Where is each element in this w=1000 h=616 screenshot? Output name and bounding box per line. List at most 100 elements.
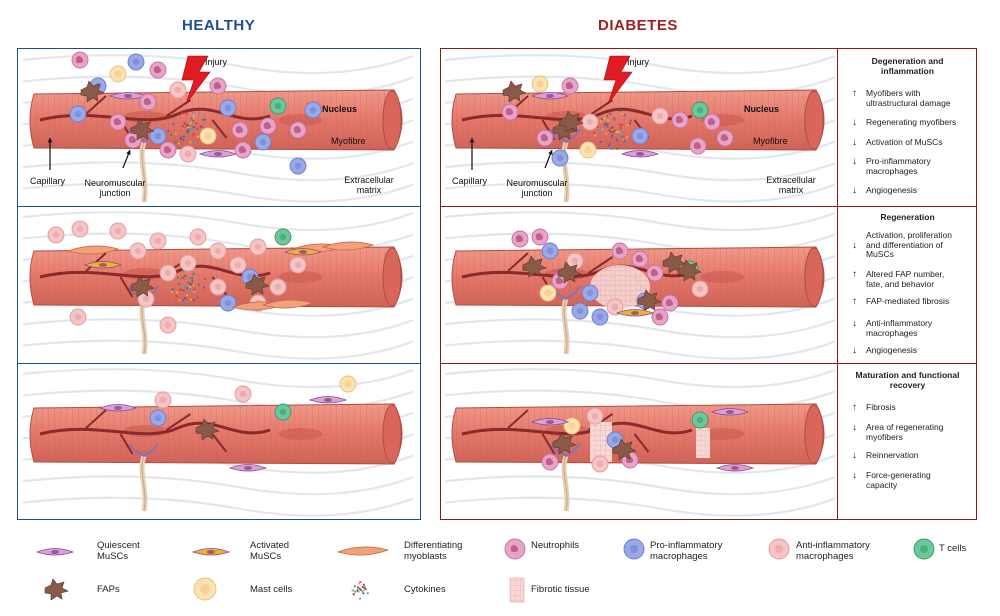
healthy-title: HEALTHY: [182, 17, 256, 34]
cytokine-dot: [204, 118, 206, 121]
up-arrow-icon: ↑: [852, 296, 857, 307]
cytokine-dot: [184, 297, 186, 300]
nmj-label: Neuromuscular junction: [497, 178, 577, 198]
cytokine-dot: [189, 276, 191, 279]
nmj-pointer-head: [126, 150, 131, 155]
down-arrow-icon: ↓: [852, 137, 857, 148]
pro-macrophage-icon-nucleus: [630, 545, 638, 553]
cytokine-dot: [613, 130, 616, 132]
sidebar-item-line2: fate, and behavior: [866, 278, 935, 289]
ecm-label-line1: Extracellular: [344, 175, 394, 185]
cytokine-dot: [610, 139, 612, 142]
mast-nucleus: [536, 80, 544, 88]
cytokine-dot: [170, 134, 173, 136]
pro-macrophage-nucleus: [611, 436, 619, 444]
quiescent-musc-nucleus: [214, 152, 222, 156]
cytokine-dot: [201, 119, 204, 121]
ecm-fiber: [22, 368, 414, 389]
neutrophil: [671, 111, 689, 129]
cytokine-dot: [191, 143, 194, 145]
fap-cell: [130, 275, 155, 298]
cytokine-dot: [363, 586, 366, 589]
myofibre: [29, 246, 403, 308]
ecm-fiber: [444, 368, 836, 389]
cytokine-dot: [600, 130, 603, 133]
cytokine-dot: [615, 147, 618, 150]
nmj-terminal: [128, 442, 159, 457]
activated-musc-nucleus: [99, 263, 107, 267]
cytokine-dot: [190, 128, 193, 130]
cytokine-dot: [603, 117, 606, 120]
fap-cell: [557, 261, 582, 284]
cytokine-dot: [605, 132, 608, 135]
neutrophil: [139, 93, 157, 111]
ecm-label: Extracellular matrix: [756, 175, 826, 195]
anti-macrophage-nucleus: [164, 321, 172, 329]
cytokine-dot: [183, 122, 186, 125]
anti-macrophage-nucleus: [586, 118, 594, 126]
quiescent-musc-nucleus: [731, 466, 739, 470]
cytokine-dot: [201, 125, 204, 128]
mast-cell-icon: [193, 577, 217, 601]
anti-macrophage: [229, 256, 247, 274]
cytokine-dot: [183, 277, 186, 280]
neuromuscular-junction: [128, 442, 159, 512]
mast-cell-icon: [193, 577, 217, 601]
cytokine-dot: [189, 121, 192, 124]
anti-macrophage-nucleus: [174, 86, 182, 94]
cytokine-dot: [611, 127, 613, 130]
legend: [35, 538, 935, 603]
sidebar-item: ↑Altered FAP number,fate, and behavior: [852, 269, 984, 289]
cytokine-dot: [621, 130, 624, 133]
cytokine-dot: [191, 280, 194, 282]
anti-macrophage: [209, 242, 227, 260]
nerve-outline: [563, 455, 568, 512]
nmj-label-line2: junction: [99, 188, 131, 198]
anti-macrophage-nucleus: [52, 231, 60, 239]
cytokine-dot: [182, 270, 185, 273]
injury-bolt-icon: [603, 55, 633, 105]
cytokine-dot: [193, 125, 196, 128]
cytokine-dot: [191, 111, 194, 114]
cytokine-dot: [192, 119, 195, 122]
cytokine-dot: [619, 110, 622, 112]
capillary-pointer-head: [47, 138, 53, 143]
cytokine-dot: [623, 140, 626, 142]
sidebar-item-line1: Reinnervation: [866, 450, 919, 460]
sidebar-section-title: Regeneration: [839, 212, 976, 222]
cytokine-dot: [182, 299, 185, 302]
ecm-fiber: [22, 475, 414, 496]
mast-nucleus: [544, 289, 552, 297]
pro-macrophage-nucleus: [74, 110, 82, 118]
cytokine-dot: [182, 135, 185, 138]
sidebar-item: ↑FAP-mediated fibrosis: [852, 296, 984, 306]
fap-cell: [637, 289, 662, 312]
t-cell-icon-nucleus: [920, 545, 928, 553]
pro-macrophage-nucleus: [576, 307, 584, 315]
up-arrow-icon: ↑: [852, 88, 857, 99]
neutrophil: [611, 242, 629, 260]
diabetes-title: DIABETES: [598, 17, 678, 34]
pro-macrophage: [219, 99, 237, 117]
cytokine-dot: [600, 120, 602, 123]
cytokine-dot: [615, 139, 618, 142]
sidebar-item-line1: Activation, proliferation: [866, 230, 952, 240]
cytokine-dot: [197, 283, 200, 286]
cytokine-dot: [174, 141, 177, 143]
cytokine-dot: [181, 125, 184, 128]
cytokine-dot: [615, 130, 618, 133]
cytokine-dot: [605, 123, 608, 126]
fap-cell: [522, 255, 547, 278]
cytokine-dot: [361, 590, 364, 593]
healthy-divider: [17, 206, 421, 207]
cytokine-dot: [361, 586, 364, 588]
nucleus: [700, 428, 745, 440]
cytokine-dot: [363, 588, 365, 591]
cytokine-dot: [610, 128, 613, 131]
down-arrow-icon: ↓: [852, 470, 857, 481]
pro-macrophage-nucleus: [294, 162, 302, 170]
cytokine-dot: [609, 112, 611, 115]
nerve-outline: [563, 141, 568, 203]
myofibre-label: Myofibre: [753, 136, 788, 146]
